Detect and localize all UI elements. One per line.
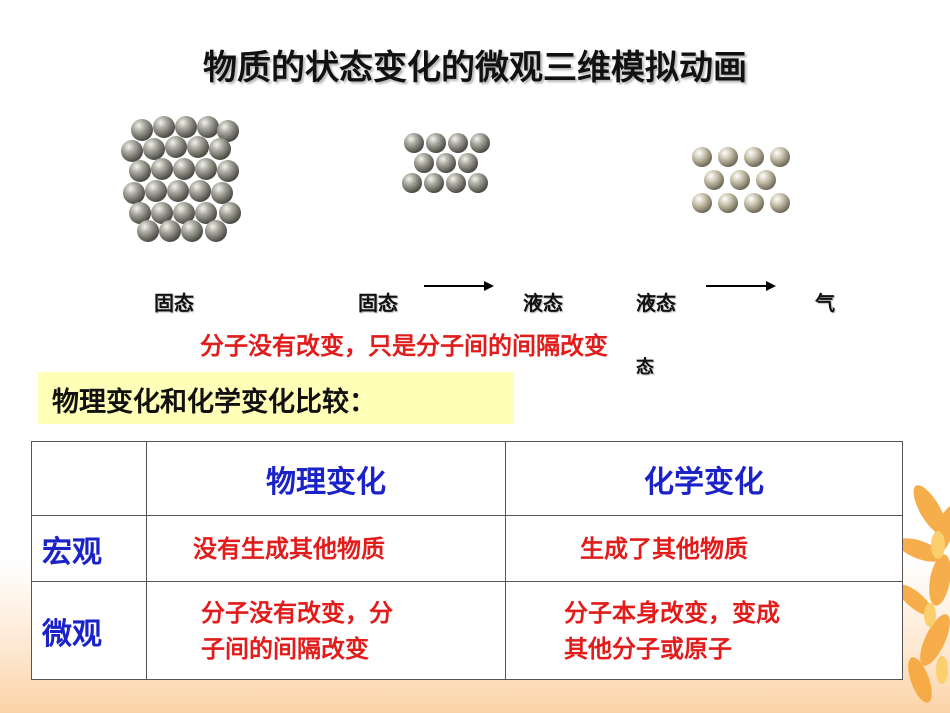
state-label-liquid: 液态	[523, 291, 563, 315]
cell-micro-physical-line1: 分子没有改变，分	[201, 598, 393, 627]
state-change-note: 分子没有改变，只是分子间的间隔改变	[200, 332, 608, 360]
cell-micro-chemical: 分子本身改变，变成 其他分子或原子	[505, 581, 903, 680]
comparison-table: 物理变化 化学变化 宏观 没有生成其他物质 生成了其他物质 微观 分子没有改变，…	[31, 441, 903, 680]
cell-micro-physical-line2: 子间的间隔改变	[201, 634, 369, 663]
compare-heading-box	[38, 372, 514, 424]
flower-icon	[897, 485, 950, 703]
state-label-solid: 固态	[154, 291, 194, 315]
arrow-liquid-to-gas	[706, 281, 776, 291]
table-row: 微观 分子没有改变，分 子间的间隔改变 分子本身改变，变成 其他分子或原子	[31, 581, 903, 680]
row-header-macro: 宏观	[31, 515, 147, 582]
cell-micro-chemical-line2: 其他分子或原子	[564, 634, 732, 663]
state-label-gas-wrap: 态	[636, 357, 654, 378]
row-header-micro: 微观	[31, 581, 147, 680]
state-label-solid-2: 固态	[358, 291, 398, 315]
solid-molecules-icon	[121, 116, 241, 242]
col-header-physical: 物理变化	[146, 441, 506, 516]
state-label-gas: 气	[815, 291, 835, 315]
table-header-row: 物理变化 化学变化	[31, 441, 903, 516]
table-row: 宏观 没有生成其他物质 生成了其他物质	[31, 515, 903, 582]
col-header-chemical: 化学变化	[505, 441, 903, 516]
cell-micro-chemical-line1: 分子本身改变，变成	[564, 598, 780, 627]
cell-macro-chemical: 生成了其他物质	[505, 515, 903, 582]
arrow-solid-to-liquid	[424, 281, 494, 291]
page-title: 物质的状态变化的微观三维模拟动画	[203, 48, 747, 88]
compare-heading: 物理变化和化学变化比较：	[52, 387, 376, 418]
state-label-liquid-2: 液态	[636, 291, 676, 315]
cell-macro-physical: 没有生成其他物质	[146, 515, 506, 582]
liquid-molecules-icon	[402, 133, 490, 193]
gas-molecules-icon	[692, 147, 790, 213]
table-corner-cell	[31, 441, 147, 516]
cell-micro-physical: 分子没有改变，分 子间的间隔改变	[146, 581, 506, 680]
